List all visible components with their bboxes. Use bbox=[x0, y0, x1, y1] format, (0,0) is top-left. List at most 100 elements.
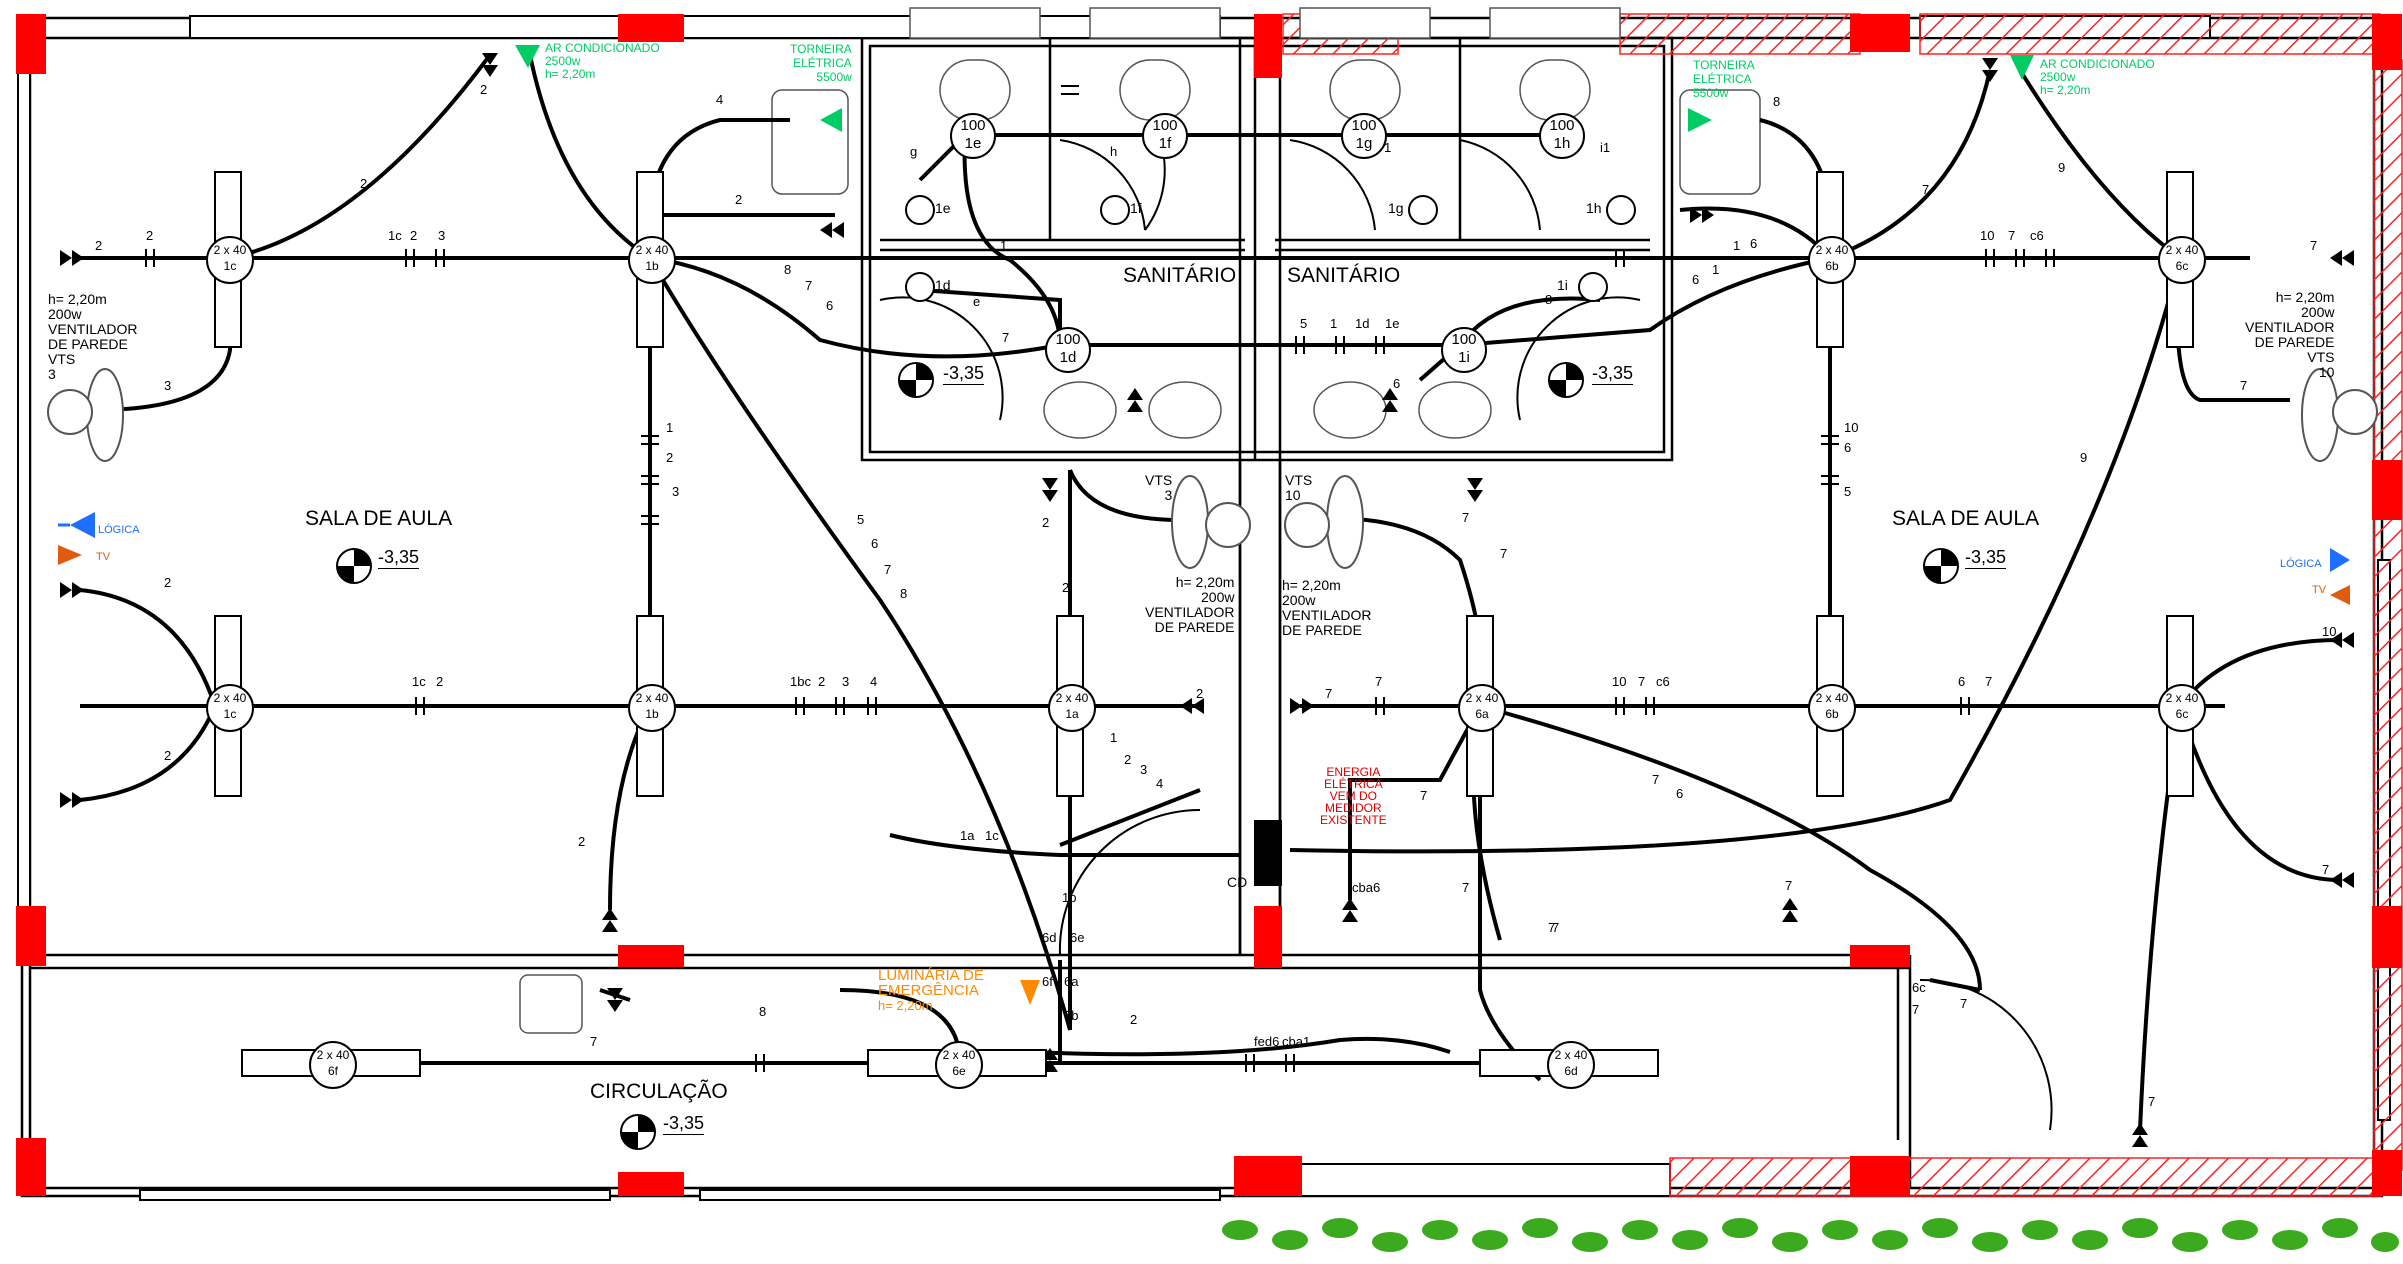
wire-label: 8 bbox=[1545, 292, 1553, 307]
wire-label: 7 bbox=[1652, 772, 1660, 787]
switch-label: 1h bbox=[1586, 200, 1602, 216]
wc-lamp[interactable]: 100 1d bbox=[1045, 327, 1091, 373]
room-label: SALA DE AULA bbox=[305, 507, 453, 530]
room-level: -3,35 bbox=[943, 363, 985, 385]
luminaire-circuit: 6c bbox=[2175, 259, 2189, 273]
wire-label: 2 bbox=[95, 238, 103, 253]
wire-label: 6 bbox=[1958, 674, 1966, 689]
wire-label: 10 bbox=[1980, 228, 1995, 243]
luminaire[interactable]: 2 x 40 1b bbox=[628, 684, 676, 732]
luminaire-circuit: 6e bbox=[952, 1064, 966, 1078]
fan-label-line: h= 2,20m bbox=[1175, 574, 1235, 590]
wire-label: 1 bbox=[1733, 238, 1741, 253]
wire-label: 9 bbox=[2058, 160, 2066, 175]
wire-label: 7 bbox=[1638, 674, 1646, 689]
wall-switch[interactable] bbox=[1408, 195, 1438, 225]
wire-label: 8 bbox=[784, 262, 792, 277]
wall-switch[interactable] bbox=[1578, 272, 1608, 302]
logica-tv-markers bbox=[58, 512, 2350, 1005]
luminaire[interactable]: 2 x 40 6b bbox=[1808, 684, 1856, 732]
wire-label: 6e bbox=[1070, 930, 1085, 945]
luminaire-circuit: 1b bbox=[645, 259, 659, 273]
luminaire[interactable]: 2 x 40 1b bbox=[628, 236, 676, 284]
wire-label: 6 bbox=[1676, 786, 1684, 801]
wire-label: 7 bbox=[884, 562, 892, 577]
wire-label: 1 bbox=[1330, 316, 1338, 331]
wall-switch[interactable] bbox=[905, 195, 935, 225]
luminaire-power: 2 x 40 bbox=[1465, 691, 1499, 705]
luminaire[interactable]: 2 x 40 6c bbox=[2158, 684, 2206, 732]
grass bbox=[1222, 1218, 2399, 1252]
wire-label: 3 bbox=[672, 484, 680, 499]
fan-label-line: 10 bbox=[2318, 364, 2335, 380]
luminaire-power: 2 x 40 bbox=[1815, 243, 1849, 257]
level-marker bbox=[898, 362, 934, 398]
wire-label: 1c bbox=[412, 674, 426, 689]
wire-label: 6 bbox=[826, 298, 834, 313]
wire-label: 6d bbox=[1042, 930, 1057, 945]
fan-label-line: DE PAREDE bbox=[1282, 622, 1362, 638]
fan-label-line: VTS bbox=[48, 351, 76, 367]
wire-label: 2 bbox=[360, 176, 368, 191]
wire-label: 2 bbox=[578, 834, 586, 849]
luminaire-power: 2 x 40 bbox=[942, 1048, 976, 1062]
luminaire-power: 2 x 40 bbox=[635, 691, 669, 705]
luminaire[interactable]: 2 x 40 1c bbox=[206, 236, 254, 284]
ac-label-line: AR CONDICIONADO bbox=[2040, 57, 2155, 71]
luminaire-power: 2 x 40 bbox=[213, 691, 247, 705]
wc-lamp-circuit: 1i bbox=[1458, 349, 1470, 366]
emergency-label-line: h= 2,20m bbox=[878, 998, 933, 1013]
wire-label: 7 bbox=[805, 278, 813, 293]
luminaire-circuit: 6d bbox=[1564, 1064, 1578, 1078]
energy-label: ENERGIA ELÉTRICA VEM DO MEDIDOR EXISTENT… bbox=[1320, 766, 1387, 826]
wire-label: 8 bbox=[759, 1004, 767, 1019]
fan-label-line: VTS bbox=[1145, 472, 1173, 488]
luminaire[interactable]: 2 x 40 6a bbox=[1458, 684, 1506, 732]
fan-label-line: 3 bbox=[1164, 487, 1173, 503]
luminaire[interactable]: 2 x 40 6c bbox=[2158, 236, 2206, 284]
fan-label-line: 200w bbox=[1201, 589, 1235, 605]
wall-switch[interactable] bbox=[1606, 195, 1636, 225]
wall-switch[interactable] bbox=[1100, 195, 1130, 225]
luminaire-circuit: 6c bbox=[2175, 707, 2189, 721]
luminaire[interactable]: 2 x 40 1a bbox=[1048, 684, 1096, 732]
luminaire-power: 2 x 40 bbox=[213, 243, 247, 257]
luminaire[interactable]: 2 x 40 6e bbox=[935, 1041, 983, 1089]
fan-label-line: DE PAREDE bbox=[2254, 334, 2335, 350]
fan-label-line: h= 2,20m bbox=[2275, 289, 2335, 305]
wire-label: h bbox=[1110, 144, 1118, 159]
tv-label: TV bbox=[96, 551, 111, 563]
wc-lamp[interactable]: 100 1h bbox=[1539, 113, 1585, 159]
emergency-label-line: LUMINÁRIA DE bbox=[878, 967, 984, 984]
torneira-label-line: TORNEIRA bbox=[790, 42, 852, 56]
ac-label-line: AR CONDICIONADO bbox=[545, 41, 660, 55]
ac-label-line: h= 2,20m bbox=[2040, 83, 2091, 97]
wire-label: 1a bbox=[960, 828, 975, 843]
wire-label: fed6 bbox=[1254, 1034, 1280, 1049]
wc-lamp[interactable]: 100 1i bbox=[1441, 327, 1487, 373]
energy-label-line: VEM DO bbox=[1329, 789, 1378, 803]
wire-label: 9 bbox=[2080, 450, 2088, 465]
room-level: -3,35 bbox=[1592, 363, 1634, 385]
fan-label-line: 200w bbox=[1282, 592, 1316, 608]
wc-lamp[interactable]: 100 1e bbox=[950, 113, 996, 159]
wire-label: 7 bbox=[1375, 674, 1383, 689]
wire-label: 1c bbox=[985, 828, 999, 843]
wc-lamp[interactable]: 100 1f bbox=[1142, 113, 1188, 159]
luminaire-power: 2 x 40 bbox=[316, 1048, 350, 1062]
wire-label: 7 bbox=[2322, 862, 2330, 877]
wall-switch[interactable] bbox=[905, 272, 935, 302]
wire-label: 2 bbox=[480, 82, 488, 97]
luminaire-power: 2 x 40 bbox=[2165, 243, 2199, 257]
luminaire[interactable]: 2 x 40 6b bbox=[1808, 236, 1856, 284]
wire-label: 6 bbox=[871, 536, 879, 551]
wc-lamp-circuit: 1e bbox=[964, 135, 982, 152]
luminaire[interactable]: 2 x 40 6d bbox=[1547, 1041, 1595, 1089]
wire-label: 7 bbox=[1548, 920, 1556, 935]
luminaire[interactable]: 2 x 40 1c bbox=[206, 684, 254, 732]
luminaire[interactable]: 2 x 40 6f bbox=[309, 1041, 357, 1089]
switch-label: 1f bbox=[1130, 200, 1142, 216]
wc-lamp[interactable]: 100 1g bbox=[1341, 113, 1387, 159]
level-marker bbox=[620, 1114, 656, 1150]
